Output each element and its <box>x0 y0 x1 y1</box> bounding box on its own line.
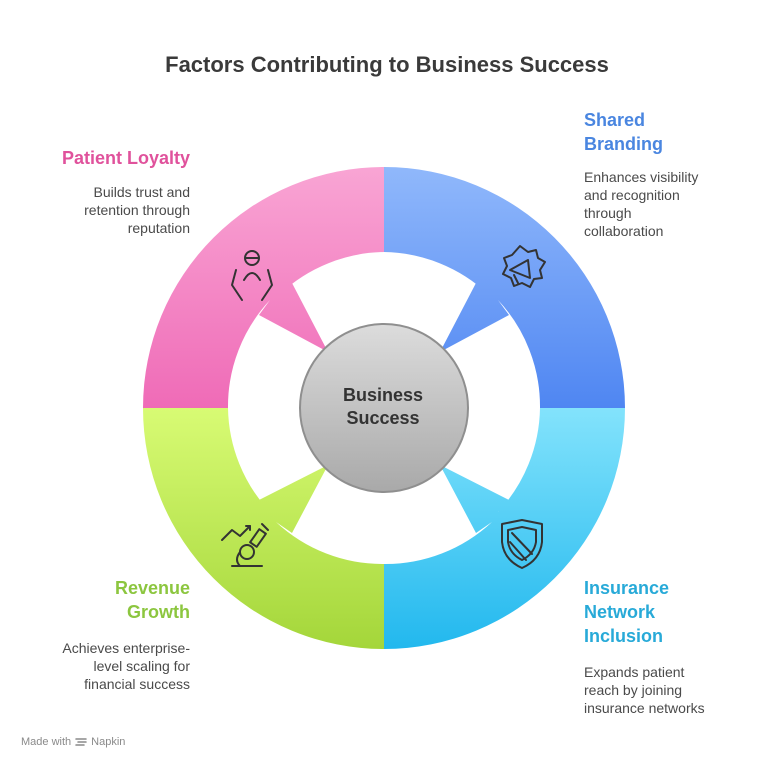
shared-branding-desc-line1: Enhances visibility <box>584 169 699 185</box>
revenue-growth-title: Revenue Growth <box>115 576 190 624</box>
shared-branding-desc-line4: collaboration <box>584 223 664 239</box>
insurance-network-title-line1: Insurance <box>584 578 670 598</box>
page-title: Factors Contributing to Business Success <box>165 52 609 77</box>
insurance-network-title-line2: Network <box>584 602 656 622</box>
shared-branding-desc-line3: through <box>584 205 632 221</box>
shared-branding-desc-line2: and recognition <box>584 187 680 203</box>
segment-shared-branding <box>384 167 625 408</box>
shared-branding-title-line2: Branding <box>584 134 663 154</box>
revenue-growth-title-line1: Revenue <box>114 578 190 598</box>
insurance-network-title: Insurance Network Inclusion <box>584 576 669 648</box>
revenue-growth-desc-line2: level scaling for <box>93 658 191 674</box>
segment-patient-loyalty <box>143 167 384 408</box>
made-with-label: Made with <box>21 736 72 748</box>
revenue-growth-title-line2: Growth <box>127 602 190 622</box>
segment-revenue-growth <box>143 408 384 649</box>
revenue-growth-desc: Achieves enterprise- level scaling for f… <box>62 639 190 693</box>
patient-loyalty-desc: Builds trust and retention through reput… <box>84 183 190 237</box>
patient-loyalty-title-line1: Patient Loyalty <box>61 148 190 168</box>
shield-icon <box>501 519 543 569</box>
insurance-network-title-line3: Inclusion <box>584 626 664 646</box>
shared-branding-title-line1: Shared <box>584 110 646 130</box>
patient-loyalty-desc-line2: retention through <box>84 202 190 218</box>
hands-person-icon <box>231 250 273 301</box>
napkin-logo-icon <box>75 738 87 746</box>
growth-microscope-icon <box>221 523 269 567</box>
center-label: Business Success <box>300 384 466 430</box>
napkin-brand-label: Napkin <box>91 736 126 748</box>
shared-branding-desc: Enhances visibility and recognition thro… <box>584 168 698 240</box>
insurance-network-desc-line2: reach by joining <box>584 682 683 698</box>
center-circle <box>299 323 469 493</box>
center-label-line2: Success <box>346 408 420 428</box>
made-with-napkin[interactable]: Made with Napkin <box>21 736 125 748</box>
revenue-growth-desc-line1: Achieves enterprise- <box>62 640 190 656</box>
center-label-line1: Business <box>342 385 424 405</box>
patient-loyalty-desc-line3: reputation <box>127 220 190 236</box>
insurance-network-desc-line1: Expands patient <box>584 664 685 680</box>
patient-loyalty-desc-line1: Builds trust and <box>93 184 191 200</box>
insurance-network-desc: Expands patient reach by joining insuran… <box>584 663 705 717</box>
insurance-network-desc-line3: insurance networks <box>584 700 705 716</box>
shared-branding-title: Shared Branding <box>584 108 663 156</box>
revenue-growth-desc-line3: financial success <box>84 676 190 692</box>
segment-insurance-network <box>384 408 625 649</box>
megaphone-icon <box>502 245 546 288</box>
patient-loyalty-title: Patient Loyalty <box>62 146 190 170</box>
